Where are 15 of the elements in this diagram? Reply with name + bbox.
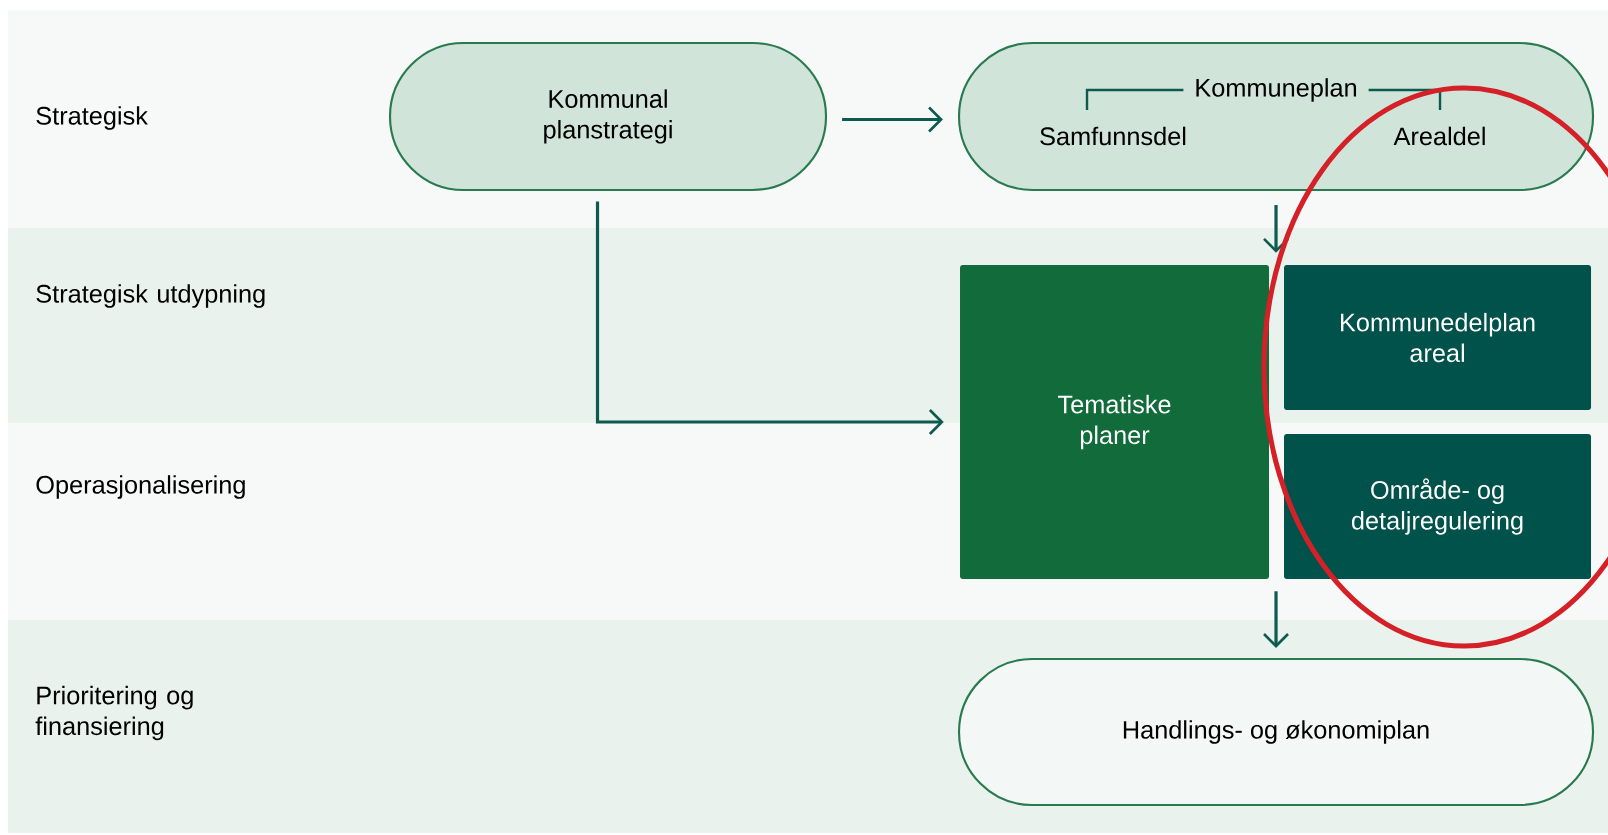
plan-box: Tematiske planer: [960, 265, 1269, 579]
row-label: Prioritering og finansiering: [35, 685, 193, 741]
part-label: Arealdel: [1393, 126, 1485, 146]
arrow: [595, 201, 944, 435]
part-label: Samfunnsdel: [1040, 126, 1186, 146]
plan-pill: Kommunal planstrategi: [388, 41, 828, 192]
row-label: Operasjonalisering: [36, 475, 245, 499]
heading: Kommuneplan: [1196, 78, 1356, 102]
arrow: [842, 106, 943, 133]
row-label: Strategisk: [36, 106, 148, 130]
plan-box: Område- og detaljregulering: [1284, 434, 1592, 579]
row-label: Strategisk utdypning: [36, 284, 265, 308]
plan-pill: Handlings- og økonomiplan: [957, 657, 1595, 807]
arrow: [1263, 591, 1289, 648]
plan-box: Kommunedelplan areal: [1284, 265, 1592, 410]
